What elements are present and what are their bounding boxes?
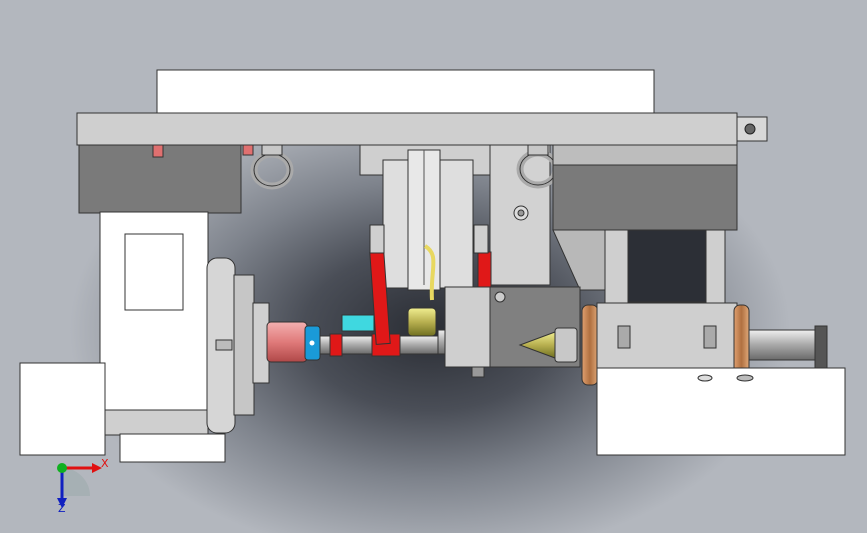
- tailstock-bronze-ring: [581, 304, 599, 386]
- eye-bolt-left-icon: [250, 144, 294, 190]
- yellow-sensor: [407, 307, 437, 337]
- tailstock-slot-2-icon: [736, 374, 754, 382]
- yellow-cable: [423, 244, 436, 301]
- spindle-housing-bottom: [99, 409, 209, 436]
- right-motor-block: [552, 164, 738, 231]
- carriage-bolt-center: [517, 209, 525, 217]
- shaft-red-section-1: [329, 333, 343, 357]
- probe-block-bolt-icon: [494, 291, 506, 303]
- cyan-sensor-block: [341, 314, 375, 332]
- axis-x-arrow-icon: [92, 463, 102, 473]
- left-pin-red-1: [152, 144, 164, 158]
- tailstock-bolt-1: [617, 325, 631, 349]
- axis-triad: [57, 463, 102, 508]
- bracket-hole-icon: [744, 123, 756, 135]
- face-plate-stud: [215, 339, 233, 351]
- red-arm-left-cap: [369, 224, 385, 254]
- axis-z-label: Z: [58, 502, 66, 515]
- right-upper-housing: [552, 144, 738, 166]
- left-pin-red-2: [242, 144, 254, 156]
- left-base-foot: [119, 433, 226, 463]
- spindle-housing-window: [124, 233, 184, 311]
- probe-block-foot: [471, 366, 485, 378]
- top-cover-plate: [156, 69, 655, 115]
- face-plate-hub: [233, 274, 255, 416]
- axis-z-arrow-icon: [57, 498, 67, 508]
- tailstock-handwheel: [814, 325, 828, 369]
- red-arm-right-cap: [473, 224, 489, 254]
- right-diagonal-brace: [552, 229, 606, 291]
- main-beam: [76, 112, 738, 146]
- axis-x-label: X: [101, 457, 109, 470]
- pink-adapter: [266, 321, 308, 363]
- tailstock-bolt-2: [703, 325, 717, 349]
- tailstock-base: [596, 367, 846, 456]
- live-center-body: [554, 327, 578, 363]
- left-base-block: [19, 362, 106, 456]
- tailstock-slot-1-icon: [697, 374, 713, 382]
- tailstock-quill: [748, 329, 818, 361]
- right-support-window: [627, 229, 707, 303]
- blue-collar-dot-icon: [309, 340, 315, 346]
- axis-y-dot-icon: [57, 463, 67, 473]
